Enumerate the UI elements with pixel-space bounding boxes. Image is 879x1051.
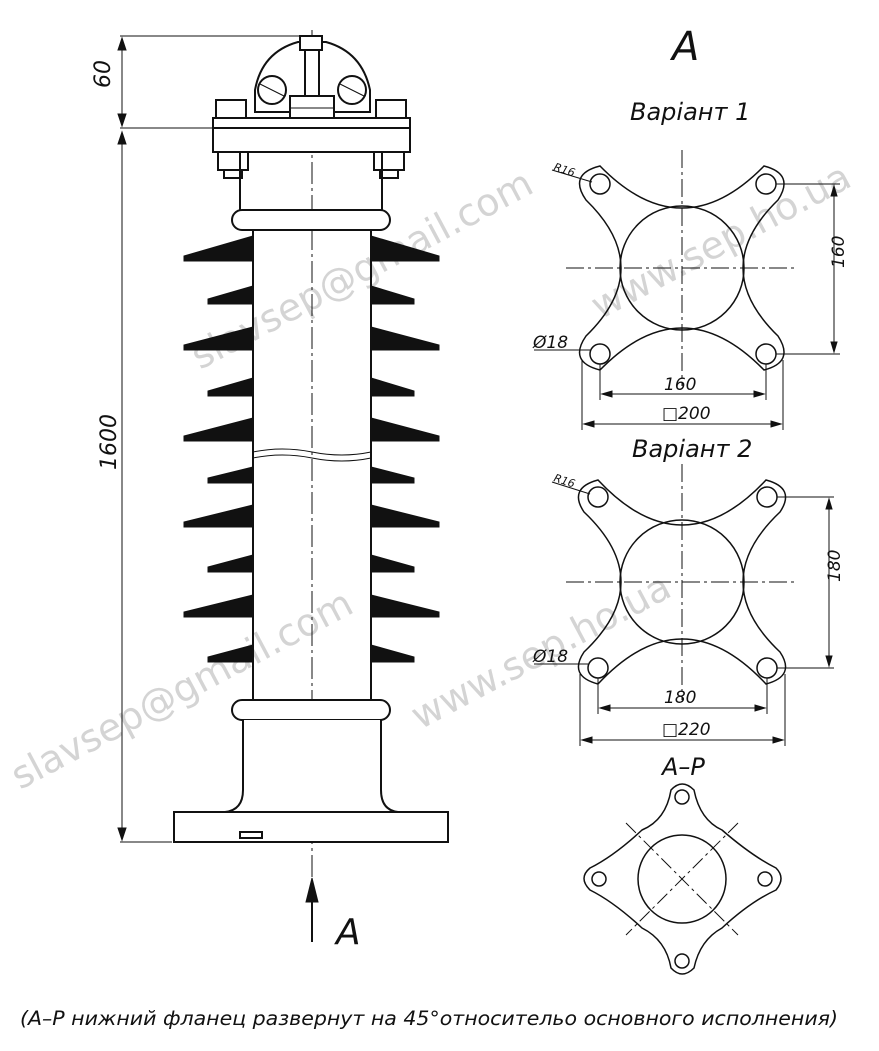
top-bolt-left [215, 99, 247, 119]
shed-1 [183, 235, 440, 262]
bottom-flange [173, 811, 449, 843]
shed-3 [183, 326, 440, 351]
variant1-dim-vertical: 160 [829, 236, 849, 268]
top-nut-right [373, 151, 405, 171]
dim-total-height: 1600 [97, 414, 122, 470]
bottom-base [224, 720, 399, 813]
variant2-hole-tl [587, 486, 609, 508]
top-ring [231, 209, 391, 231]
variant2-hole-bl [587, 657, 609, 679]
rotated-hole-bottom [674, 953, 690, 969]
variant1-hole-dim: Ø18 [532, 333, 568, 353]
rotated-outline [583, 783, 782, 975]
variant1-hole-br [755, 343, 777, 365]
insulator-sheds [183, 235, 440, 663]
shed-7 [183, 504, 440, 528]
dim-top-height: 60 [91, 60, 116, 88]
shed-6 [207, 466, 415, 484]
shed-4 [207, 377, 415, 397]
top-nut-left [217, 151, 249, 171]
variant2-title: Варіант 2 [632, 435, 752, 463]
dimension-lines [117, 35, 300, 843]
shed-5 [183, 417, 440, 442]
shed-2 [207, 285, 415, 305]
variant2-hole-tr [756, 486, 778, 508]
watermark-layer: slavsep@gmail.com slavsep@gmail.com www.… [4, 154, 858, 798]
variant1-radius: R16 [552, 160, 577, 179]
view-arrow [305, 877, 319, 942]
shed-9 [183, 594, 440, 618]
variant2-dims [534, 481, 834, 746]
shed-8 [207, 554, 415, 573]
rotated-hole-left [591, 871, 607, 887]
variant2-radius: R16 [552, 471, 577, 490]
variant1-dims [534, 169, 840, 430]
variant1-dim-overall: □200 [662, 404, 711, 424]
rotated-hole-top [674, 789, 690, 805]
variant1-title: Варіант 1 [630, 98, 750, 126]
rotated-hole-right [757, 871, 773, 887]
variant2-hole-br [756, 657, 778, 679]
variant2-flange [566, 464, 798, 700]
top-flange-plate [212, 117, 411, 129]
bottom-caption: (А–Р нижний фланец развернут на 45°относ… [20, 1007, 838, 1030]
watermark-site-1: www.sep.ho.ua [584, 154, 858, 328]
variant2-hole-dim: Ø18 [532, 647, 568, 667]
variant2-dim-horizontal: 180 [664, 688, 696, 708]
rotated-view-title: А–Р [660, 753, 705, 781]
variant1-hole-tl [589, 173, 611, 195]
top-flange [212, 127, 411, 153]
variant2-dim-vertical: 180 [825, 550, 845, 582]
rotated-flange [583, 783, 782, 975]
insulator-front-view [173, 30, 449, 900]
variant2-dim-overall: □220 [662, 720, 711, 740]
top-bolt-right [375, 99, 407, 119]
variant1-dim-horizontal: 160 [664, 375, 696, 395]
view-a-title: A [669, 24, 699, 70]
variant1-flange [566, 150, 798, 386]
rotated-center-bore [637, 834, 727, 924]
shed-10 [207, 644, 415, 663]
top-bolt-head [299, 35, 323, 51]
view-arrow-label: A [334, 912, 361, 953]
bottom-ring [231, 699, 391, 721]
variant1-hole-bl [589, 343, 611, 365]
